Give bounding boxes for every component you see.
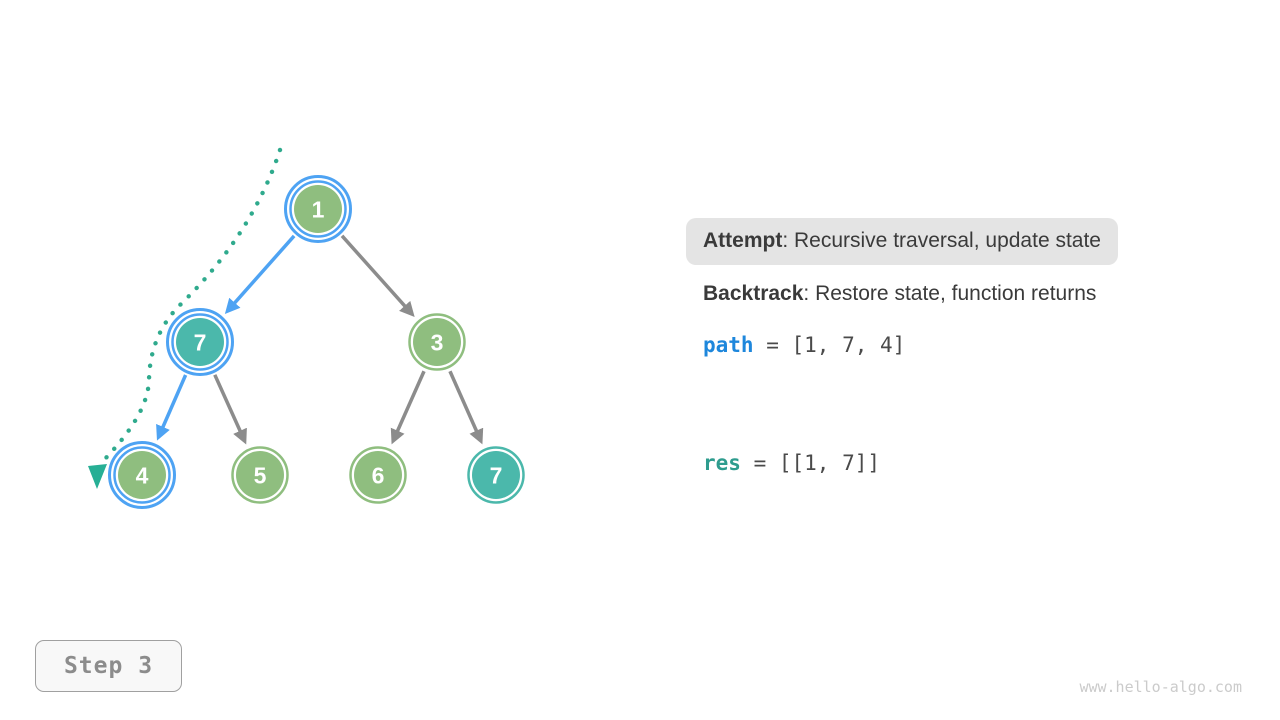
res-state-line: res = [[1, 7]] bbox=[703, 451, 880, 475]
backtrack-label: Backtrack bbox=[703, 282, 804, 305]
step-badge: Step 3 bbox=[35, 640, 182, 692]
tree-node-ring bbox=[231, 446, 289, 504]
tree-edge bbox=[340, 234, 415, 318]
tree-node-label: 1 bbox=[312, 196, 325, 222]
tree-node: 7 bbox=[467, 446, 525, 504]
binary-tree-diagram: 1 7 3 4 5 6 7 bbox=[88, 147, 525, 509]
backtrack-text: : Restore state, function returns bbox=[803, 282, 1097, 305]
tree-node-ring bbox=[408, 313, 466, 371]
backtrack-caption: Backtrack: Restore state, function retur… bbox=[703, 282, 1096, 306]
tree-node-label: 5 bbox=[254, 462, 267, 488]
tree-node: 4 bbox=[108, 441, 176, 509]
tree-node-ring bbox=[289, 180, 347, 238]
tree-node-highlight-ring bbox=[108, 441, 176, 509]
tree-node-ring bbox=[171, 313, 229, 371]
tree-edge bbox=[390, 370, 426, 445]
tree-node: 5 bbox=[231, 446, 289, 504]
tree-edge bbox=[156, 374, 188, 441]
watermark: www.hello-algo.com bbox=[1079, 678, 1242, 696]
tree-node-label: 7 bbox=[490, 462, 503, 488]
tree-node: 7 bbox=[166, 308, 234, 376]
step-badge-label: Step 3 bbox=[63, 653, 154, 679]
tree-node-circle bbox=[294, 185, 342, 233]
tree-node-circle bbox=[118, 451, 166, 499]
tree-node-ring bbox=[113, 446, 171, 504]
trace-arrowhead-icon bbox=[88, 464, 107, 489]
path-var: path bbox=[703, 333, 754, 357]
tree-node-label: 6 bbox=[372, 462, 385, 488]
attempt-caption: Attempt: Recursive traversal, update sta… bbox=[686, 218, 1118, 265]
tree-node-circle bbox=[236, 451, 284, 499]
tree-node: 6 bbox=[349, 446, 407, 504]
tree-node-ring bbox=[467, 446, 525, 504]
tree-edge bbox=[213, 374, 247, 445]
res-value: = [[1, 7]] bbox=[740, 451, 881, 475]
tree-node-ring bbox=[349, 446, 407, 504]
tree-node-circle bbox=[354, 451, 402, 499]
tree-edge bbox=[224, 234, 296, 314]
tree-node-highlight-ring bbox=[166, 308, 234, 376]
tree-node-label: 3 bbox=[431, 329, 444, 355]
tree-node: 3 bbox=[408, 313, 466, 371]
tree-node-label: 7 bbox=[194, 329, 207, 355]
tree-node-circle bbox=[176, 318, 224, 366]
path-state-line: path = [1, 7, 4] bbox=[703, 333, 905, 357]
attempt-label: Attempt bbox=[703, 229, 783, 252]
res-var: res bbox=[703, 451, 741, 475]
tree-node-highlight-ring bbox=[284, 175, 352, 243]
state-panel: Attempt: Recursive traversal, update sta… bbox=[686, 218, 1206, 265]
tree-node-circle bbox=[413, 318, 461, 366]
trace-dotted-curve bbox=[99, 147, 283, 465]
tree-node-label: 4 bbox=[136, 462, 149, 488]
tree-node-circle bbox=[472, 451, 520, 499]
tree-node: 1 bbox=[284, 175, 352, 243]
tree-edge bbox=[448, 370, 484, 445]
attempt-text: : Recursive traversal, update state bbox=[782, 229, 1101, 252]
path-value: = [1, 7, 4] bbox=[753, 333, 906, 357]
